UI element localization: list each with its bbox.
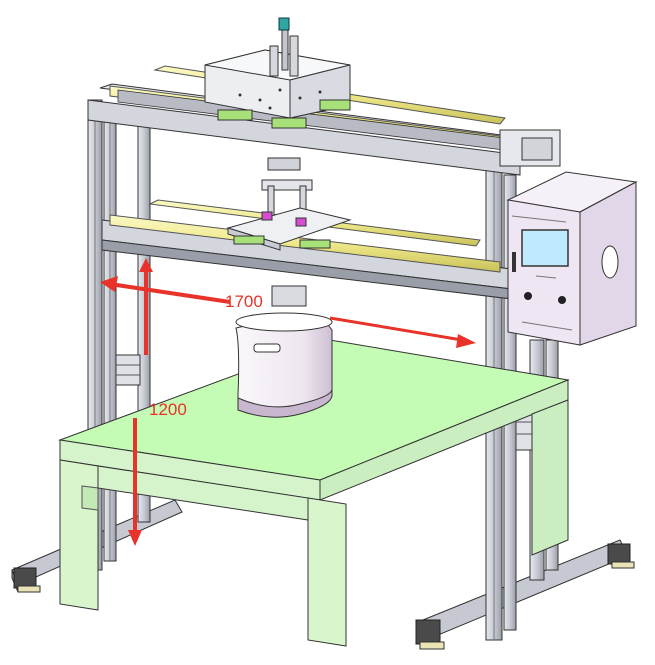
control-box (499, 129, 638, 346)
middle-carriage (226, 157, 352, 307)
top-head-block (204, 17, 351, 129)
push-button-icon (524, 292, 532, 300)
width-dimension-label: 1700 (225, 292, 263, 311)
round-window-icon (601, 245, 619, 279)
height-dimension-label: 1200 (149, 400, 187, 419)
width-dimension-arrow (100, 276, 476, 348)
height-dimension-arrow (128, 258, 153, 546)
display-screen-icon (521, 229, 569, 267)
bucket (235, 312, 333, 418)
push-button-icon (558, 296, 566, 304)
right-foot (415, 539, 635, 650)
